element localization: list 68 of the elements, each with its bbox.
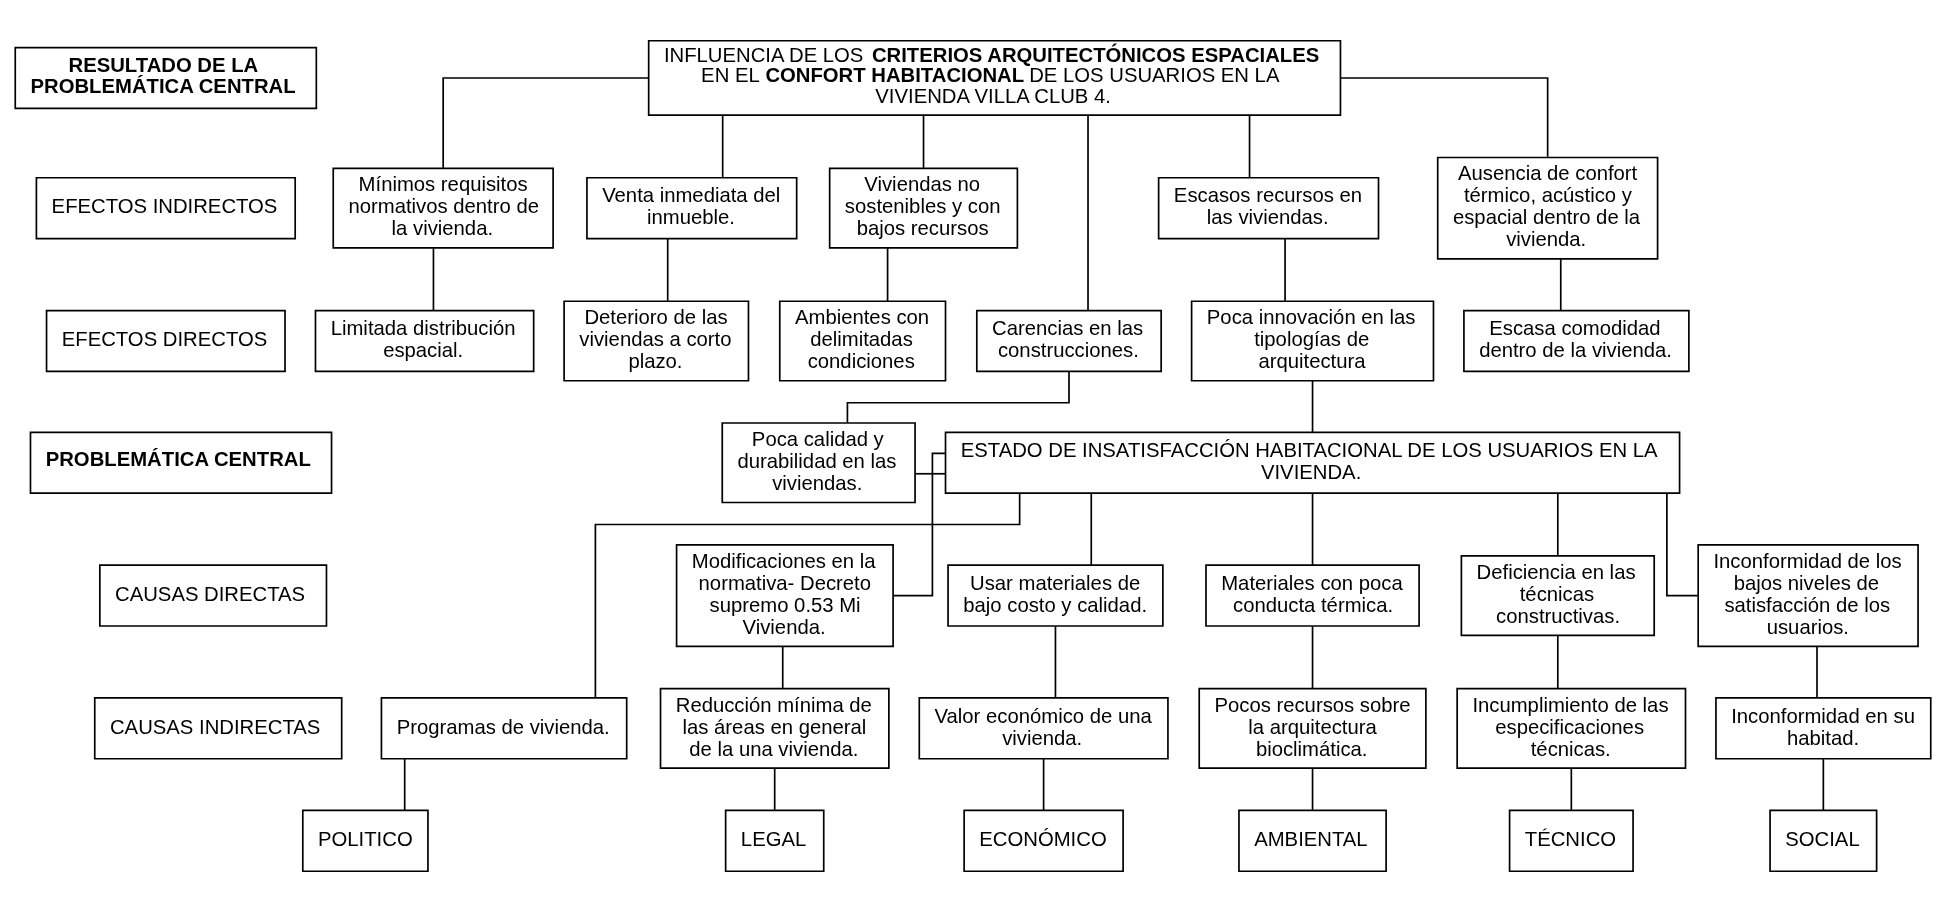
connector	[1822, 758, 1825, 811]
node-box: EFECTOS DIRECTOS	[45, 309, 286, 373]
connector	[1311, 625, 1314, 689]
node-box: Poca innovación en las tipologías de arquitectura	[1190, 300, 1435, 382]
connector	[892, 452, 947, 597]
node-box: Venta inmediata del inmueble.	[586, 176, 798, 240]
node-box: Escasos recursos en las viviendas.	[1157, 176, 1380, 240]
connector	[1559, 258, 1562, 312]
connector	[1054, 625, 1057, 699]
connector	[1556, 634, 1559, 690]
connector	[1556, 492, 1559, 557]
connector	[1340, 77, 1549, 158]
node-box: Viviendas no sostenibles y con bajos recursos	[828, 167, 1019, 249]
node-box: ECONÓMICO	[963, 809, 1124, 873]
node-box: Materiales con poca conducta térmica.	[1205, 564, 1420, 627]
node-box: Usar materiales de bajo costo y calidad.	[947, 564, 1164, 627]
node-box: Reducción mínima de las áreas en general de la una vivienda.	[659, 687, 890, 769]
connector	[594, 492, 1021, 699]
connector	[846, 371, 1070, 424]
node-box: ESTADO DE INSATISFACCIÓN HABITACIONAL DE LOS USUARIOS EN LA VIVIENDA.	[944, 431, 1681, 495]
node-box: Programas de vivienda.	[380, 697, 628, 760]
node-box: POLITICO	[301, 809, 429, 873]
connector	[721, 114, 724, 179]
node-box: Modificaciones en la normativa- Decreto supremo 0.53 Mi Vivienda.	[675, 543, 894, 648]
connector	[781, 645, 784, 689]
connector	[886, 247, 889, 302]
connector	[1570, 767, 1573, 811]
node-box: TÉCNICO	[1508, 809, 1634, 873]
node-box: SOCIAL	[1769, 809, 1878, 873]
connector	[922, 114, 925, 170]
connector	[1311, 492, 1314, 566]
node-box: Incumplimiento de las especificaciones técnicas.	[1456, 687, 1687, 769]
node-box: Inconformidad en su habitad.	[1715, 697, 1932, 760]
connector	[403, 758, 406, 811]
node-box: Limitada distribución espacial.	[314, 309, 535, 373]
node-box: Pocos recursos sobre la arquitectura bioclimática.	[1198, 687, 1427, 769]
node-box: CAUSAS INDIRECTAS	[93, 697, 343, 760]
node-box: Escasa comodidad dentro de la vivienda.	[1463, 309, 1690, 373]
connector	[1042, 758, 1045, 811]
connector	[666, 238, 669, 302]
connector	[1090, 492, 1093, 566]
node-box: Deterioro de las viviendas a corto plazo.	[563, 300, 750, 382]
connector	[773, 767, 776, 811]
connector	[442, 77, 650, 170]
connector	[1087, 114, 1089, 311]
connector	[1666, 492, 1699, 597]
node-box: RESULTADO DE LA PROBLEMÁTICA CENTRAL	[14, 46, 318, 110]
connector	[1284, 238, 1286, 302]
node-box: Ambientes con delimitadas condiciones	[778, 300, 947, 382]
node-box: Carencias en las construcciones.	[975, 309, 1162, 373]
node-box: INFLUENCIA DE LOS CRITERIOS ARQUITECTÓNICOS ESPACIALES EN EL CONFORT HABITACIONAL DE LOS USUARIOS EN LA VIVIENDA VILLA CLUB 4.	[647, 39, 1342, 117]
connector	[914, 472, 947, 475]
node-box: Deficiencia en las técnicas constructivas.	[1460, 554, 1656, 637]
node-box: EFECTOS INDIRECTOS	[35, 176, 297, 240]
node-box: Inconformidad de los bajos niveles de satisfacción de los usuarios.	[1697, 543, 1919, 648]
node-box: AMBIENTAL	[1238, 809, 1387, 873]
node-box: Poca calidad y durabilidad en las viviendas.	[721, 422, 916, 504]
node-box: Ausencia de confort térmico, acústico y espacial dentro de la vivienda.	[1436, 156, 1659, 260]
connector	[1311, 767, 1314, 811]
connector	[1248, 114, 1251, 179]
connector	[432, 247, 435, 312]
node-box: CAUSAS DIRECTAS	[98, 564, 328, 627]
node-box: Mínimos requisitos normativos dentro de la vivienda.	[332, 167, 554, 249]
connector	[1311, 380, 1314, 433]
node-box: Valor económico de una vivienda.	[918, 697, 1169, 760]
node-box: PROBLEMÁTICA CENTRAL	[29, 431, 333, 495]
node-box: LEGAL	[724, 809, 825, 873]
connector	[1816, 645, 1818, 699]
